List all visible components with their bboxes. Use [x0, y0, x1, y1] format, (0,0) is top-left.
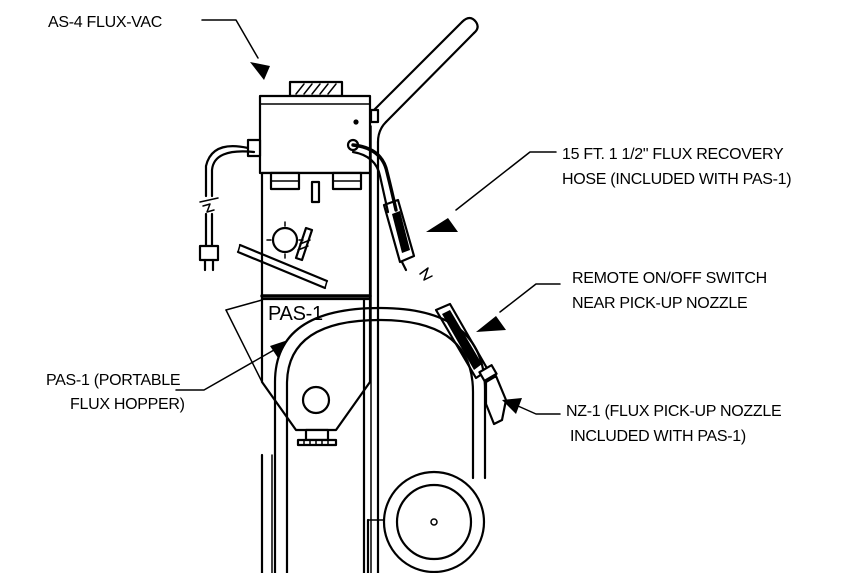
arrow-switch: [476, 316, 506, 332]
label-hopper-line2: FLUX HOPPER): [70, 396, 185, 413]
label-flux-vac: AS-4 FLUX-VAC: [48, 14, 162, 31]
arrow-hose: [426, 218, 458, 232]
arrow-hopper: [270, 340, 288, 358]
flux-vac-head: [198, 80, 380, 272]
label-nozzle-line1: NZ-1 (FLUX PICK-UP NOZZLE: [566, 403, 781, 420]
arrow-flux-vac: [250, 62, 270, 80]
recovery-hose: [351, 143, 433, 281]
label-hopper-line1: PAS-1 (PORTABLE: [46, 372, 180, 389]
flux-hopper: [260, 294, 372, 447]
label-nozzle-line2: INCLUDED WITH PAS-1): [570, 428, 746, 445]
label-hose-line2: HOSE (INCLUDED WITH PAS-1): [562, 171, 791, 188]
cart-wheel: [382, 470, 486, 573]
label-hopper-body: PAS-1: [268, 303, 323, 325]
label-switch-line2: NEAR PICK-UP NOZZLE: [572, 295, 747, 312]
leader-lines: [175, 19, 561, 415]
arrow-nozzle: [502, 398, 522, 414]
label-switch-line1: REMOTE ON/OFF SWITCH: [572, 270, 767, 287]
label-hose-line1: 15 FT. 1 1/2" FLUX RECOVERY: [562, 146, 784, 163]
switch-and-nozzle: [434, 302, 508, 426]
vac-body: [236, 171, 372, 301]
